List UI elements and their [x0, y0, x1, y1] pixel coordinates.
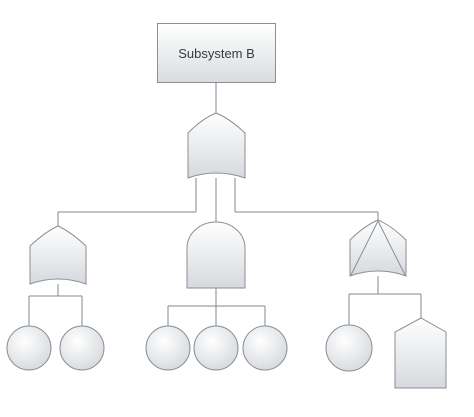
- gate-middle-and-gate[interactable]: [186, 221, 246, 289]
- connector-lines: [28, 83, 422, 326]
- top-event-label: Subsystem B: [178, 45, 255, 61]
- gate-right-priority-or-gate[interactable]: [349, 219, 407, 277]
- event-left-1-circle[interactable]: [6, 325, 52, 371]
- event-middle-1-circle[interactable]: [145, 325, 191, 371]
- gate-top-or-gate[interactable]: [187, 112, 246, 179]
- event-right-2-house[interactable]: [394, 317, 447, 389]
- gate-left-or-gate[interactable]: [29, 225, 87, 285]
- event-right-1-circle[interactable]: [325, 324, 373, 372]
- event-left-2-circle[interactable]: [59, 325, 105, 371]
- event-middle-3-circle[interactable]: [242, 325, 288, 371]
- top-event-box[interactable]: Subsystem B: [157, 23, 276, 83]
- event-middle-2-circle[interactable]: [193, 325, 239, 371]
